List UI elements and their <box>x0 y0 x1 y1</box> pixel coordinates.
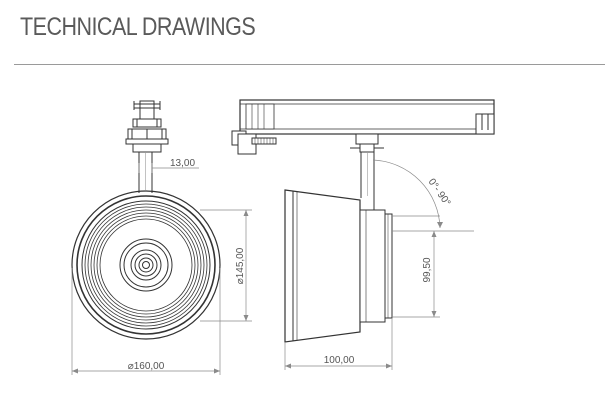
side-stem <box>350 133 384 210</box>
head-length-dimension <box>284 318 393 370</box>
outer-diameter-label: ⌀160,00 <box>128 361 165 372</box>
diameter-dimension <box>71 268 221 375</box>
front-track-adapter <box>125 100 169 153</box>
adapter-width-dimension <box>138 163 199 173</box>
title-divider <box>14 64 605 65</box>
head-height-label: 99,50 <box>422 257 433 282</box>
height-diameter-label: ⌀145,00 <box>235 247 246 284</box>
side-track-rail <box>231 99 495 155</box>
front-stem <box>138 152 153 193</box>
front-lamp-head <box>71 190 221 340</box>
front-view <box>71 100 252 375</box>
head-height-dimension <box>392 215 440 318</box>
page-title: TECHNICAL DRAWINGS <box>20 13 256 41</box>
height-dimension <box>200 209 252 322</box>
side-lamp-head <box>284 189 393 343</box>
tilt-angle-indicator <box>372 159 474 232</box>
adapter-width-label: 13,00 <box>170 158 195 169</box>
side-view <box>231 99 495 370</box>
head-length-label: 100,00 <box>324 355 355 366</box>
